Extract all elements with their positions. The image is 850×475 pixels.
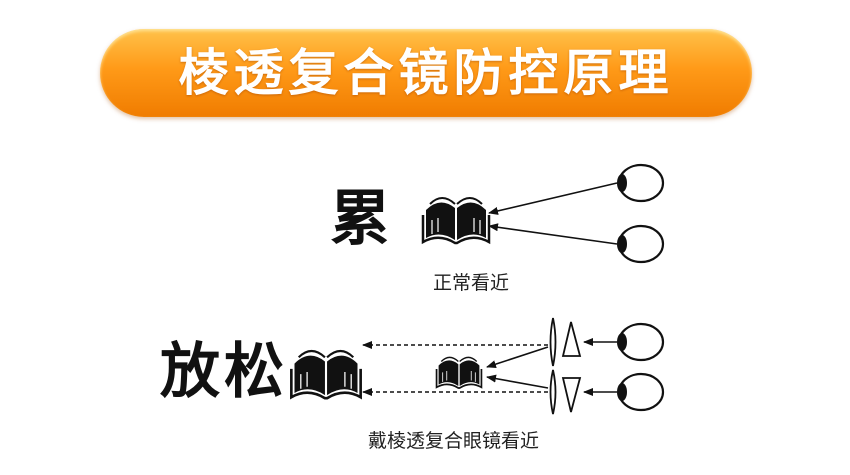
convex-lens-icon (549, 317, 557, 367)
eye-icon (615, 163, 665, 203)
eye-icon (615, 224, 665, 264)
prism-icon (561, 377, 582, 413)
near-book-icon (435, 356, 483, 389)
prism-viewing-caption: 戴棱透复合眼镜看近 (368, 430, 540, 452)
normal-viewing-caption: 正常看近 (433, 272, 510, 294)
prism-icon (561, 321, 582, 357)
eye-icon (615, 372, 665, 412)
title-banner: 棱透复合镜防控原理 (100, 29, 752, 117)
sight-line (486, 374, 549, 389)
convex-lens-icon (549, 369, 557, 415)
eye-icon (615, 322, 665, 362)
tired-label: 累 (330, 184, 390, 254)
sight-line (488, 182, 618, 215)
far-book-icon (290, 349, 362, 400)
book-icon (421, 196, 491, 245)
sight-line (488, 223, 618, 245)
relaxed-label: 放松 (160, 337, 288, 407)
sight-line (486, 346, 549, 368)
page-title: 棱透复合镜防控原理 (178, 44, 674, 102)
